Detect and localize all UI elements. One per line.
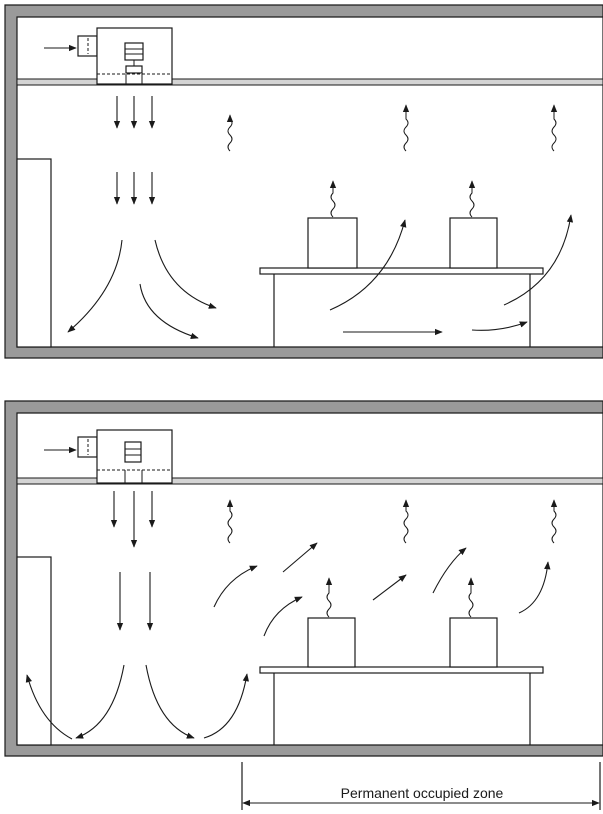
occupied-zone-dimension: Permanent occupied zone [241,762,601,810]
rising-flow-arrows [213,542,551,637]
equipment-box [449,617,498,668]
air-handling-unit [77,429,173,484]
rising-flow-arrows [329,214,574,311]
equipment-box [307,617,356,668]
bottom-panel [4,400,603,757]
floor-flow-arrows [67,239,528,339]
supply-air-arrows [113,96,156,205]
wall-cabinet [16,556,52,746]
occupied-zone-label: Permanent occupied zone [341,785,504,801]
air-handling-unit [77,27,173,85]
wall-cabinet [16,158,52,348]
work-table [259,267,544,275]
suspended-ceiling [16,477,603,485]
suspended-ceiling [16,78,603,86]
floor-flow-arrows [25,664,249,740]
heat-plume-icons [226,104,558,218]
equipment-box [307,217,358,269]
work-table [259,666,544,674]
equipment-box [449,217,498,269]
heat-plume-icons [226,499,558,618]
supply-air-arrows [110,491,156,631]
top-panel [4,4,603,359]
